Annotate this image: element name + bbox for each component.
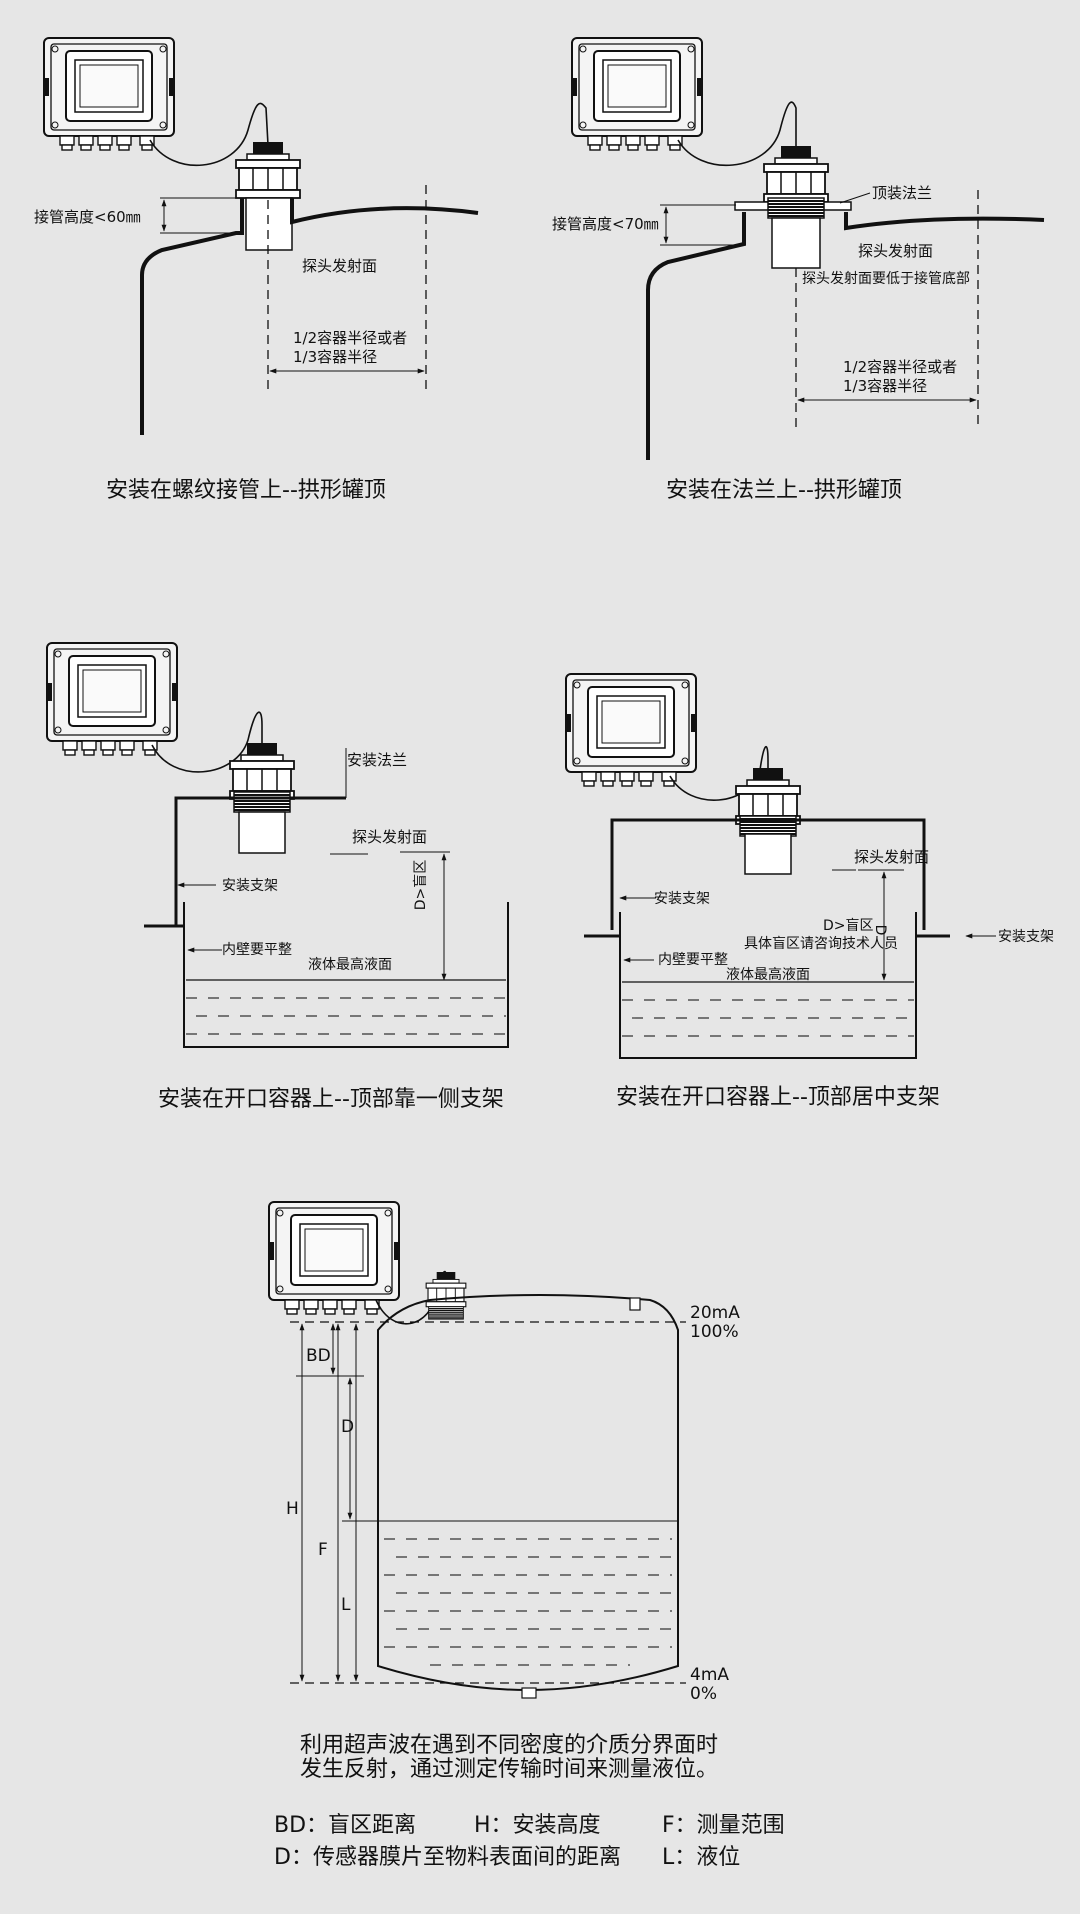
probe-face-label: 探头发射面 (858, 242, 933, 260)
ultrasonic-probe (229, 742, 295, 800)
bracket-label: 安装支架 (222, 878, 278, 894)
caption-side-bracket: 安装在开口容器上--顶部靠一侧支架 (158, 1087, 504, 1112)
blind-zone-label: D>盲区 (412, 860, 429, 911)
controller-unit (43, 37, 175, 151)
controller-unit (565, 673, 697, 787)
legend-f: F：测量范围 (662, 1813, 785, 1838)
caption-thread-mount: 安装在螺纹接管上--拱形罐顶 (106, 478, 386, 503)
radius-label-line2: 1/3容器半径 (843, 377, 927, 395)
blind-zone-note: 具体盲区请咨询技术人员 (744, 935, 898, 952)
liquid-surface (622, 981, 914, 1037)
legend-l: L：液位 (662, 1845, 740, 1870)
probe-face-label: 探头发射面 (302, 257, 377, 275)
ultrasonic-probe (425, 1271, 467, 1320)
legend-d: D：传感器膜片至物料表面间的距离 (274, 1845, 621, 1870)
radius-label-line1: 1/2容器半径或者 (843, 358, 957, 376)
d-dimension-label: D (341, 1417, 354, 1437)
blind-zone-label: D>盲区 (823, 917, 874, 934)
connection-height-label: 接管高度<60㎜ (34, 208, 141, 226)
caption-center-bracket: 安装在开口容器上--顶部居中支架 (616, 1085, 940, 1110)
max-level-label: 液体最高液面 (308, 956, 392, 973)
probe-face-label: 探头发射面 (352, 828, 427, 846)
bracket-label-right: 安装支架 (998, 929, 1054, 945)
panel-3-side-bracket: 安装法兰 探头发射面 安装支架 D>盲区 内壁要平整 液体最高液面 安装在开口容… (46, 642, 509, 1112)
caption-flange-mount: 安装在法兰上--拱形罐顶 (666, 478, 902, 503)
radius-label-line2: 1/3容器半径 (293, 348, 377, 366)
mount-flange-label: 安装法兰 (347, 751, 407, 769)
panel-2-flange-mount: 顶装法兰 接管高度<70㎜ 探头发射面 探头发射面要低于接管底部 1/2容器半径… (552, 37, 1045, 503)
legend-bd: BD：盲区距离 (274, 1813, 416, 1838)
probe-face-note: 探头发射面要低于接管底部 (802, 270, 970, 287)
panel-1-thread-mount: 接管高度<60㎜ 探头发射面 1/2容器半径或者 1/3容器半径 安装在螺纹接管… (34, 37, 479, 503)
connection-height-label: 接管高度<70㎜ (552, 215, 659, 233)
bracket-label-left: 安装支架 (654, 891, 710, 907)
controller-unit (268, 1201, 400, 1315)
inner-wall-label: 内壁要平整 (658, 952, 728, 968)
d-dimension-label: D (872, 925, 888, 936)
f-dimension-label: F (318, 1540, 328, 1560)
bottom-percent-label: 0% (690, 1684, 717, 1704)
max-level-label: 液体最高液面 (726, 966, 810, 983)
ultrasonic-probe (763, 145, 829, 203)
liquid-surface (186, 979, 506, 1035)
bottom-current-label: 4mA (690, 1665, 729, 1685)
probe-face-label: 探头发射面 (854, 848, 929, 866)
principle-description-line2: 发生反射，通过测定传输时间来测量液位。 (300, 1757, 718, 1782)
controller-unit (46, 642, 178, 756)
legend-h: H：安装高度 (474, 1813, 601, 1838)
radius-label-line1: 1/2容器半径或者 (293, 329, 407, 347)
ultrasonic-probe (235, 141, 301, 199)
legend: BD：盲区距离 H：安装高度 F：测量范围 D：传感器膜片至物料表面间的距离 L… (274, 1813, 785, 1870)
controller-unit (571, 37, 703, 151)
principle-description-line1: 利用超声波在遇到不同密度的介质分界面时 (300, 1733, 718, 1758)
bd-dimension-label: BD (306, 1346, 331, 1366)
h-dimension-label: H (286, 1499, 299, 1519)
panel-4-center-bracket: 探头发射面 D>盲区 具体盲区请咨询技术人员 D 安装支架 安装支架 内壁要平整… (565, 673, 1054, 1110)
l-dimension-label: L (341, 1595, 351, 1615)
top-percent-label: 100% (690, 1322, 739, 1342)
top-flange-label: 顶装法兰 (872, 184, 932, 202)
panel-5-measurement-principle: BD D H F L 20mA 100% 4mA 0% 利用超声波在遇到不同密度… (268, 1201, 740, 1782)
inner-wall-label: 内壁要平整 (222, 942, 292, 958)
tank-liquid (378, 1520, 678, 1666)
top-current-label: 20mA (690, 1303, 740, 1323)
